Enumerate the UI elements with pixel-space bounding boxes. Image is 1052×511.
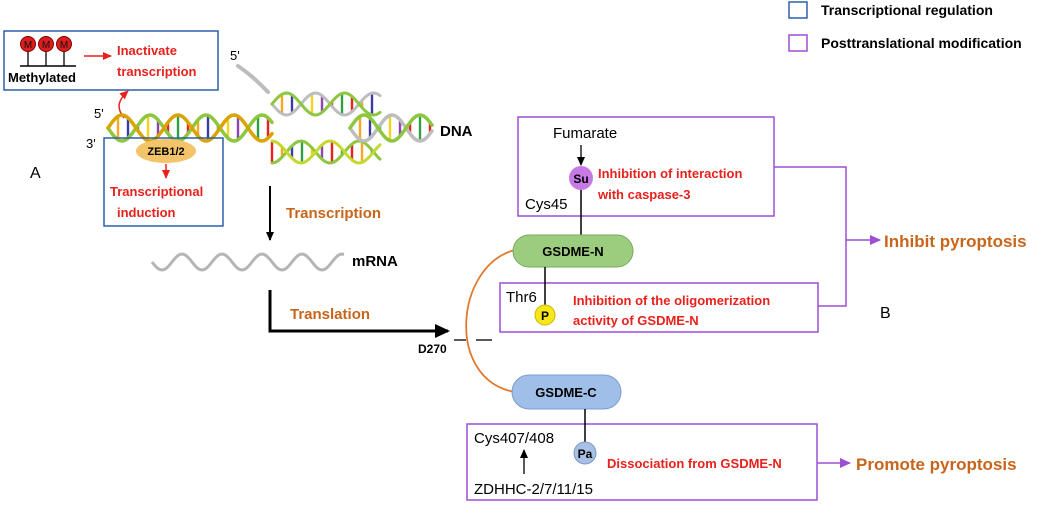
inhibit-bracket [774,166,847,307]
inactivate-line1: Inactivate [117,43,177,58]
phosphorylation-box-border [499,282,819,333]
su-effect-line1: Inhibition of interaction [598,166,742,181]
su-badge [569,166,593,190]
cys45-label: Cys45 [525,196,568,213]
zeb-induction-box: ZEB1/2 Transcriptional induction [103,137,224,227]
methylation-box-border [3,30,219,91]
legend-transcriptional-swatch [788,1,808,19]
dna-strand [348,113,434,143]
five-prime-top: 5' [230,48,240,63]
su-effect-line2: with caspase-3 [597,187,691,202]
mrna-label: mRNA [352,253,398,270]
translation-label: Translation [290,306,370,323]
inactivate-line2: transcription [117,64,197,79]
pa-badge [573,441,597,465]
methyl-circle [20,36,36,52]
gsdme-n-label: GSDME-N [542,244,603,259]
p-effect-line2: activity of GSDME-N [573,313,699,328]
palmitoylation-box-border [466,423,818,501]
methyl-group-1: M [20,36,36,66]
methyl-group-2: M [38,36,54,66]
cys407-label: Cys407/408 [474,430,554,447]
p-label: P [541,309,549,323]
zeb-box-border [103,137,224,227]
translation-arrow [268,290,450,338]
methyl-mark: M [42,40,50,51]
zdhhc-label: ZDHHC-2/7/11/15 [474,481,593,498]
transcription-label: Transcription [286,205,381,222]
dna-helix [106,64,434,165]
su-label: Su [573,172,588,186]
dna-strand [270,91,382,117]
gsdme-c-label: GSDME-C [535,385,597,400]
methyl-circle [56,36,72,52]
methyl-mark: M [24,40,32,51]
p-badge [534,304,556,326]
thr6-label: Thr6 [506,289,537,306]
p-effect-line1: Inhibition of the oligomerization [573,293,770,308]
legend-posttranslational-swatch [788,34,808,52]
gsdme-c-pill [511,374,622,410]
dna-label: DNA [440,123,473,140]
dna-strand [270,139,382,165]
mrna-strand [150,252,345,272]
d270-label: D270 [418,342,447,356]
methyl-mark: M [60,40,68,51]
phosphorylation-box: Thr6 P Inhibition of the oligomerization… [499,267,819,333]
induction-line1: Transcriptional [110,184,203,199]
methyl-circle [38,36,54,52]
five-prime-left: 5' [94,106,104,121]
dna-strand [270,91,382,117]
panel-a-label: A [30,165,41,182]
fumarate-label: Fumarate [553,125,617,142]
gsdme-linker [465,249,516,393]
dna-strand [106,113,274,143]
induction-line2: induction [117,205,176,220]
panel-b-label: B [880,305,891,322]
zeb-ellipse [136,139,196,163]
dna-strand [348,113,434,143]
zeb-label: ZEB1/2 [147,146,184,158]
succination-box: Fumarate Su Inhibition of interaction wi… [517,116,775,236]
pa-effect-label: Dissociation from GSDME-N [607,456,782,471]
legend-transcriptional-label: Transcriptional regulation [821,2,993,18]
legend-posttranslational-label: Posttranslational modification [821,35,1022,51]
dna-unwound-tail [236,64,270,94]
methylated-label: Methylated [8,70,76,85]
methylation-box: M M M Methylated Inactivate transcriptio… [3,30,219,91]
three-prime: 3' [86,136,96,151]
palmitoylation-box: Cys407/408 Pa Dissociation from GSDME-N … [466,409,818,501]
inhibit-pyroptosis-label: Inhibit pyroptosis [884,232,1027,251]
legend: Transcriptional regulation Posttranslati… [788,1,1022,52]
pa-label: Pa [578,447,593,461]
gsdme-n-pill [512,234,634,268]
methyl-group-3: M [56,36,72,66]
promote-pyroptosis-label: Promote pyroptosis [856,455,1017,474]
